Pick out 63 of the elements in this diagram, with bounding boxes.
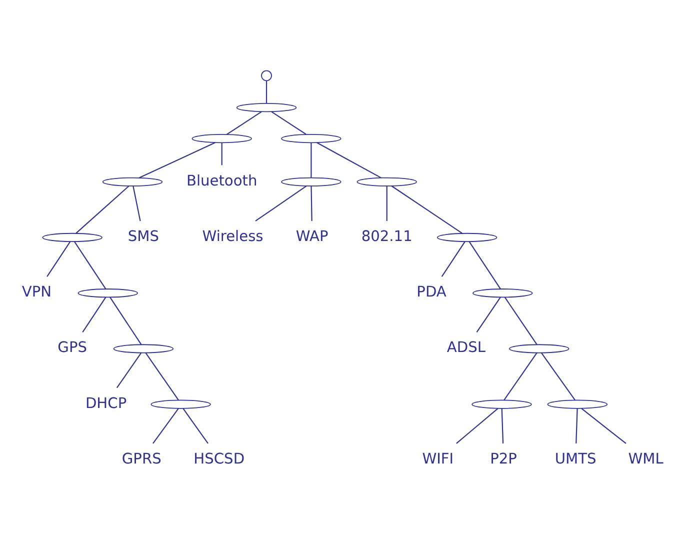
node-text: HSCSD — [194, 450, 245, 467]
node-arc — [472, 399, 532, 408]
node-text: WIFI — [422, 450, 454, 467]
node-text: VPN — [22, 283, 52, 300]
node-arc — [356, 176, 417, 186]
connector — [476, 296, 501, 332]
connector — [456, 408, 498, 444]
node-text: WML — [628, 450, 664, 467]
connector — [132, 185, 141, 221]
connector — [145, 352, 179, 400]
connector — [76, 185, 130, 234]
connector — [391, 185, 462, 234]
node-arc — [102, 176, 163, 186]
node-text: GPRS — [122, 450, 162, 467]
connector — [581, 408, 626, 444]
connector — [116, 352, 142, 388]
node-arc — [281, 134, 342, 143]
node-text: 802.11 — [361, 227, 412, 244]
node-text: Bluetooth — [186, 172, 258, 189]
connector — [255, 185, 307, 221]
node-arc — [78, 288, 138, 298]
node-text: P2P — [490, 450, 517, 467]
node-text: WAP — [296, 227, 328, 244]
node-arc — [437, 232, 498, 242]
connector — [271, 110, 306, 134]
connector — [576, 408, 578, 443]
connector — [266, 80, 268, 103]
connector — [226, 110, 262, 134]
node-arc — [547, 399, 608, 408]
node-arc — [472, 288, 533, 298]
node-arc — [42, 232, 102, 242]
connector — [152, 408, 179, 444]
connector — [139, 142, 216, 178]
connector — [441, 240, 466, 276]
node-arc — [150, 399, 211, 408]
node-text: UMTS — [554, 450, 596, 467]
connector — [310, 142, 312, 178]
connector — [501, 408, 504, 443]
node-arc — [192, 134, 252, 143]
node-text: GPS — [58, 338, 87, 356]
node-arc — [281, 176, 342, 186]
node-text: PDA — [416, 283, 446, 300]
node-text: Wireless — [202, 227, 264, 244]
connector — [46, 240, 71, 276]
node-circle — [261, 70, 272, 81]
node-text: DHCP — [85, 394, 127, 412]
connector — [316, 142, 382, 178]
connector — [468, 240, 501, 289]
node-text: SMS — [128, 227, 159, 244]
connector — [504, 352, 538, 400]
connector — [504, 296, 538, 344]
connector — [310, 185, 312, 220]
node-arc — [113, 344, 174, 353]
connector — [182, 408, 208, 444]
node-text: ADSL — [446, 338, 486, 356]
node-arc — [509, 344, 570, 353]
connector — [386, 185, 388, 220]
connector — [74, 240, 106, 289]
connector — [221, 142, 222, 165]
connector — [540, 352, 576, 400]
connector — [82, 296, 106, 332]
node-arc — [236, 102, 297, 112]
connector — [110, 296, 142, 344]
